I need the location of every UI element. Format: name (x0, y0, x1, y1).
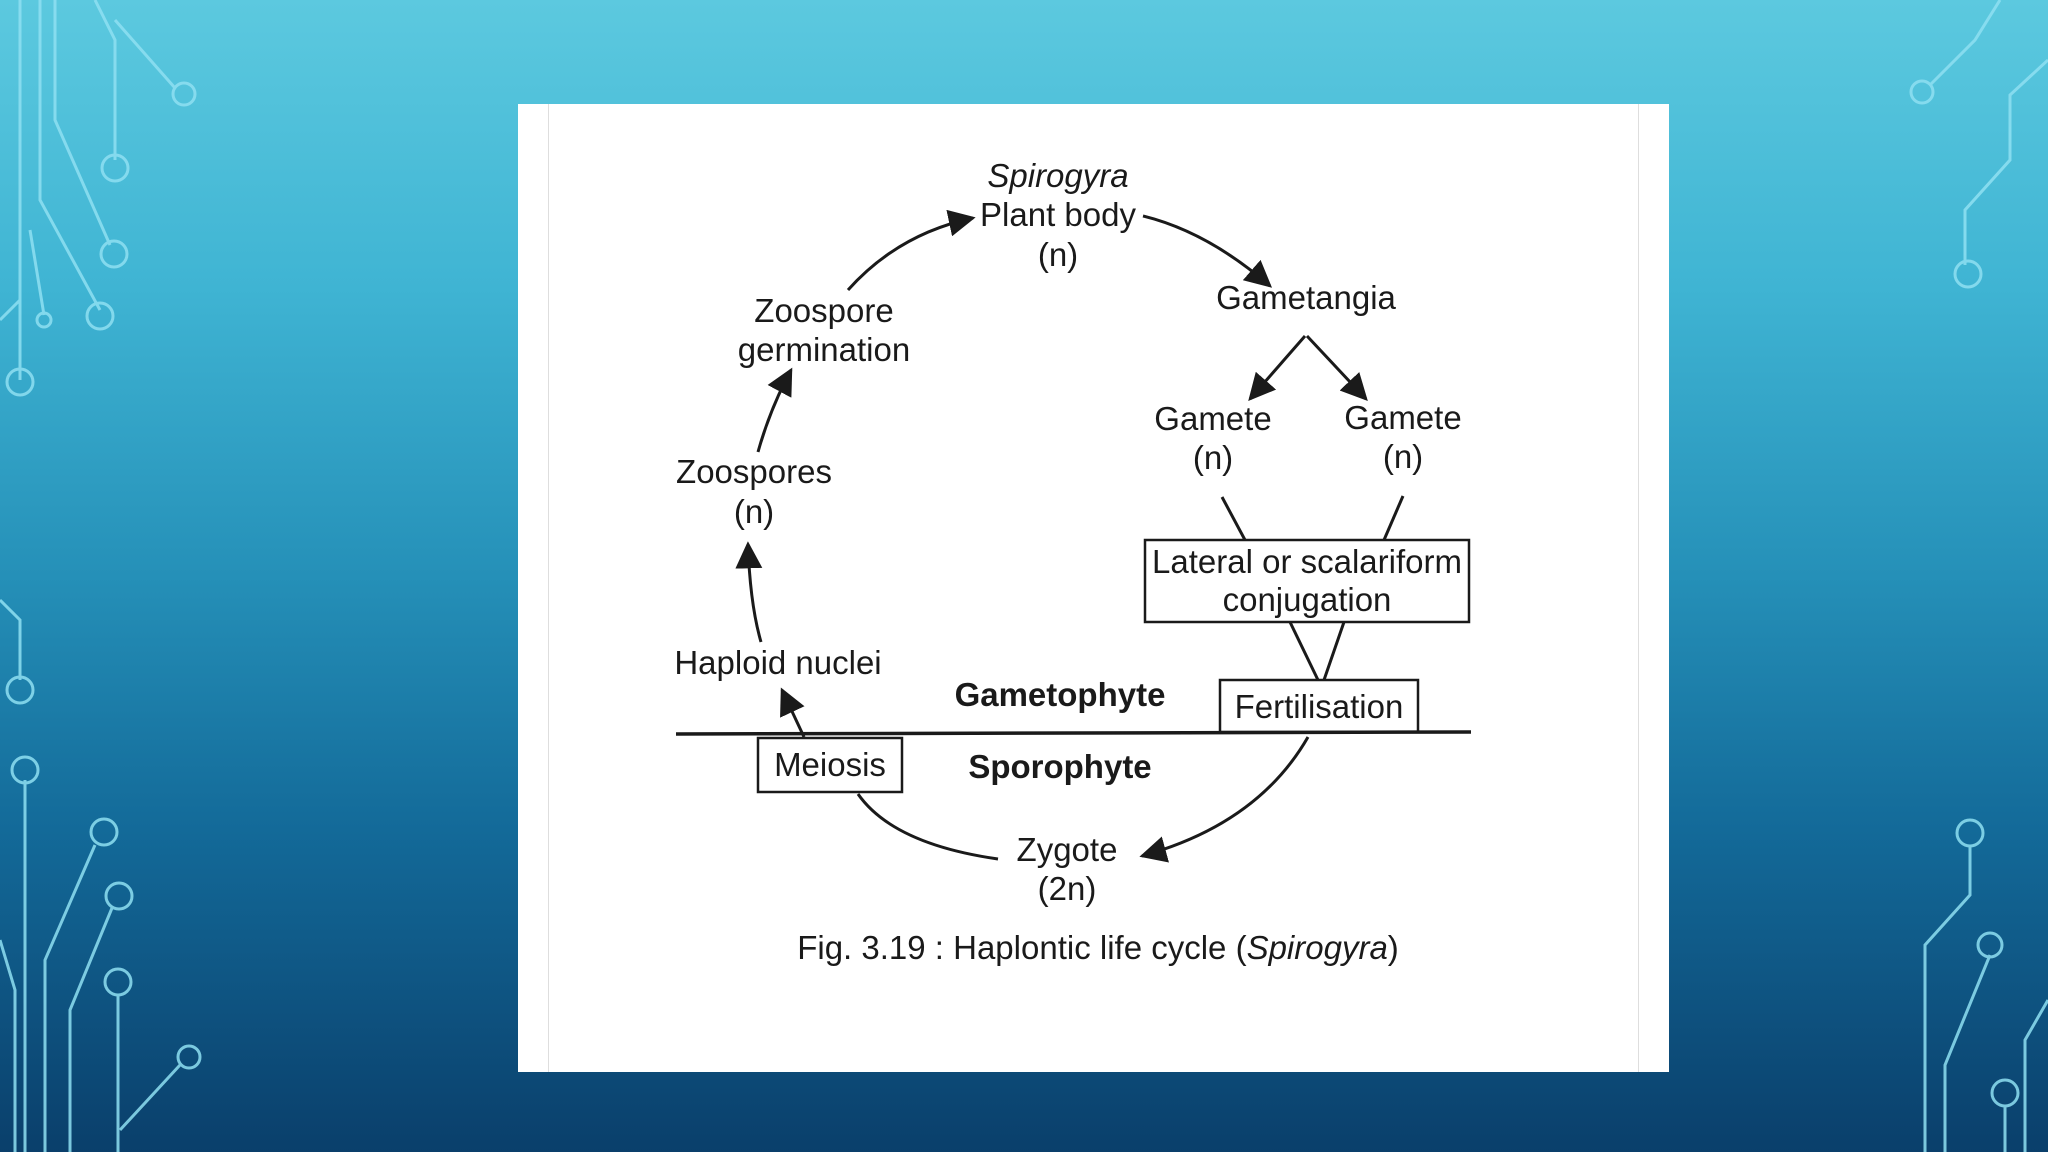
line-gamete-left-to-conjugation (1220, 496, 1247, 541)
arrow-plant-body-to-gametangia (1142, 214, 1273, 288)
zygote-label: Zygote (1017, 831, 1118, 868)
arrow-gametangia-to-gamete-right (1305, 334, 1368, 401)
haploid-nuclei-label: Haploid nuclei (674, 644, 881, 681)
panel-border-left (548, 104, 549, 1072)
caption-prefix: Fig. 3.19 : Haplontic life cycle ( (797, 929, 1246, 966)
arrow-germination-to-plant-body (846, 209, 976, 291)
organism-name: Spirogyra (987, 157, 1128, 194)
gamete-right-ploidy: (n) (1383, 438, 1423, 475)
arrow-zoospores-to-germination (756, 367, 793, 453)
plant-body-ploidy: (n) (1038, 236, 1078, 273)
generation-divider (675, 730, 1472, 736)
panel-border-right (1638, 104, 1639, 1072)
gametangia-label: Gametangia (1216, 279, 1396, 316)
zoospores-ploidy: (n) (734, 493, 774, 530)
meiosis-label: Meiosis (774, 746, 886, 783)
life-cycle-diagram: Spirogyra Plant body (n) Gametangia Game… (674, 157, 1472, 966)
line-gamete-right-to-conjugation (1382, 495, 1405, 541)
arrow-meiosis-to-haploid-nuclei (780, 687, 806, 738)
sporophyte-label: Sporophyte (968, 748, 1151, 785)
caption-organism: Spirogyra (1247, 929, 1388, 966)
line-conjugation-to-fertilisation-left (1288, 621, 1320, 681)
arrow-haploid-nuclei-to-zoospores (735, 541, 763, 643)
line-zygote-to-meiosis (856, 793, 999, 861)
gamete-left-ploidy: (n) (1193, 439, 1233, 476)
conjugation-line1: Lateral or scalariform (1152, 543, 1462, 580)
figure-panel: Spirogyra Plant body (n) Gametangia Game… (518, 104, 1669, 1072)
conjugation-box (1143, 538, 1471, 624)
arrow-fertilisation-to-zygote (1139, 736, 1310, 863)
zoospore-germination-line2: germination (738, 331, 910, 368)
conjugation-line2: conjugation (1223, 581, 1392, 618)
zoospores-label: Zoospores (676, 453, 832, 490)
zoospore-germination-line1: Zoospore (754, 292, 893, 329)
fertilisation-label: Fertilisation (1235, 688, 1404, 725)
gametophyte-label: Gametophyte (955, 676, 1166, 713)
caption-suffix: ) (1388, 929, 1399, 966)
meiosis-box (756, 736, 904, 794)
line-conjugation-to-fertilisation-right (1322, 621, 1346, 681)
circuit-node (5, 367, 35, 397)
gamete-right-label: Gamete (1344, 399, 1461, 436)
zygote-ploidy: (2n) (1038, 870, 1097, 907)
figure-caption: Fig. 3.19 : Haplontic life cycle (Spirog… (797, 929, 1399, 966)
gamete-left-label: Gamete (1154, 400, 1271, 437)
arrow-gametangia-to-gamete-left (1248, 335, 1307, 402)
plant-body-label: Plant body (980, 196, 1136, 233)
